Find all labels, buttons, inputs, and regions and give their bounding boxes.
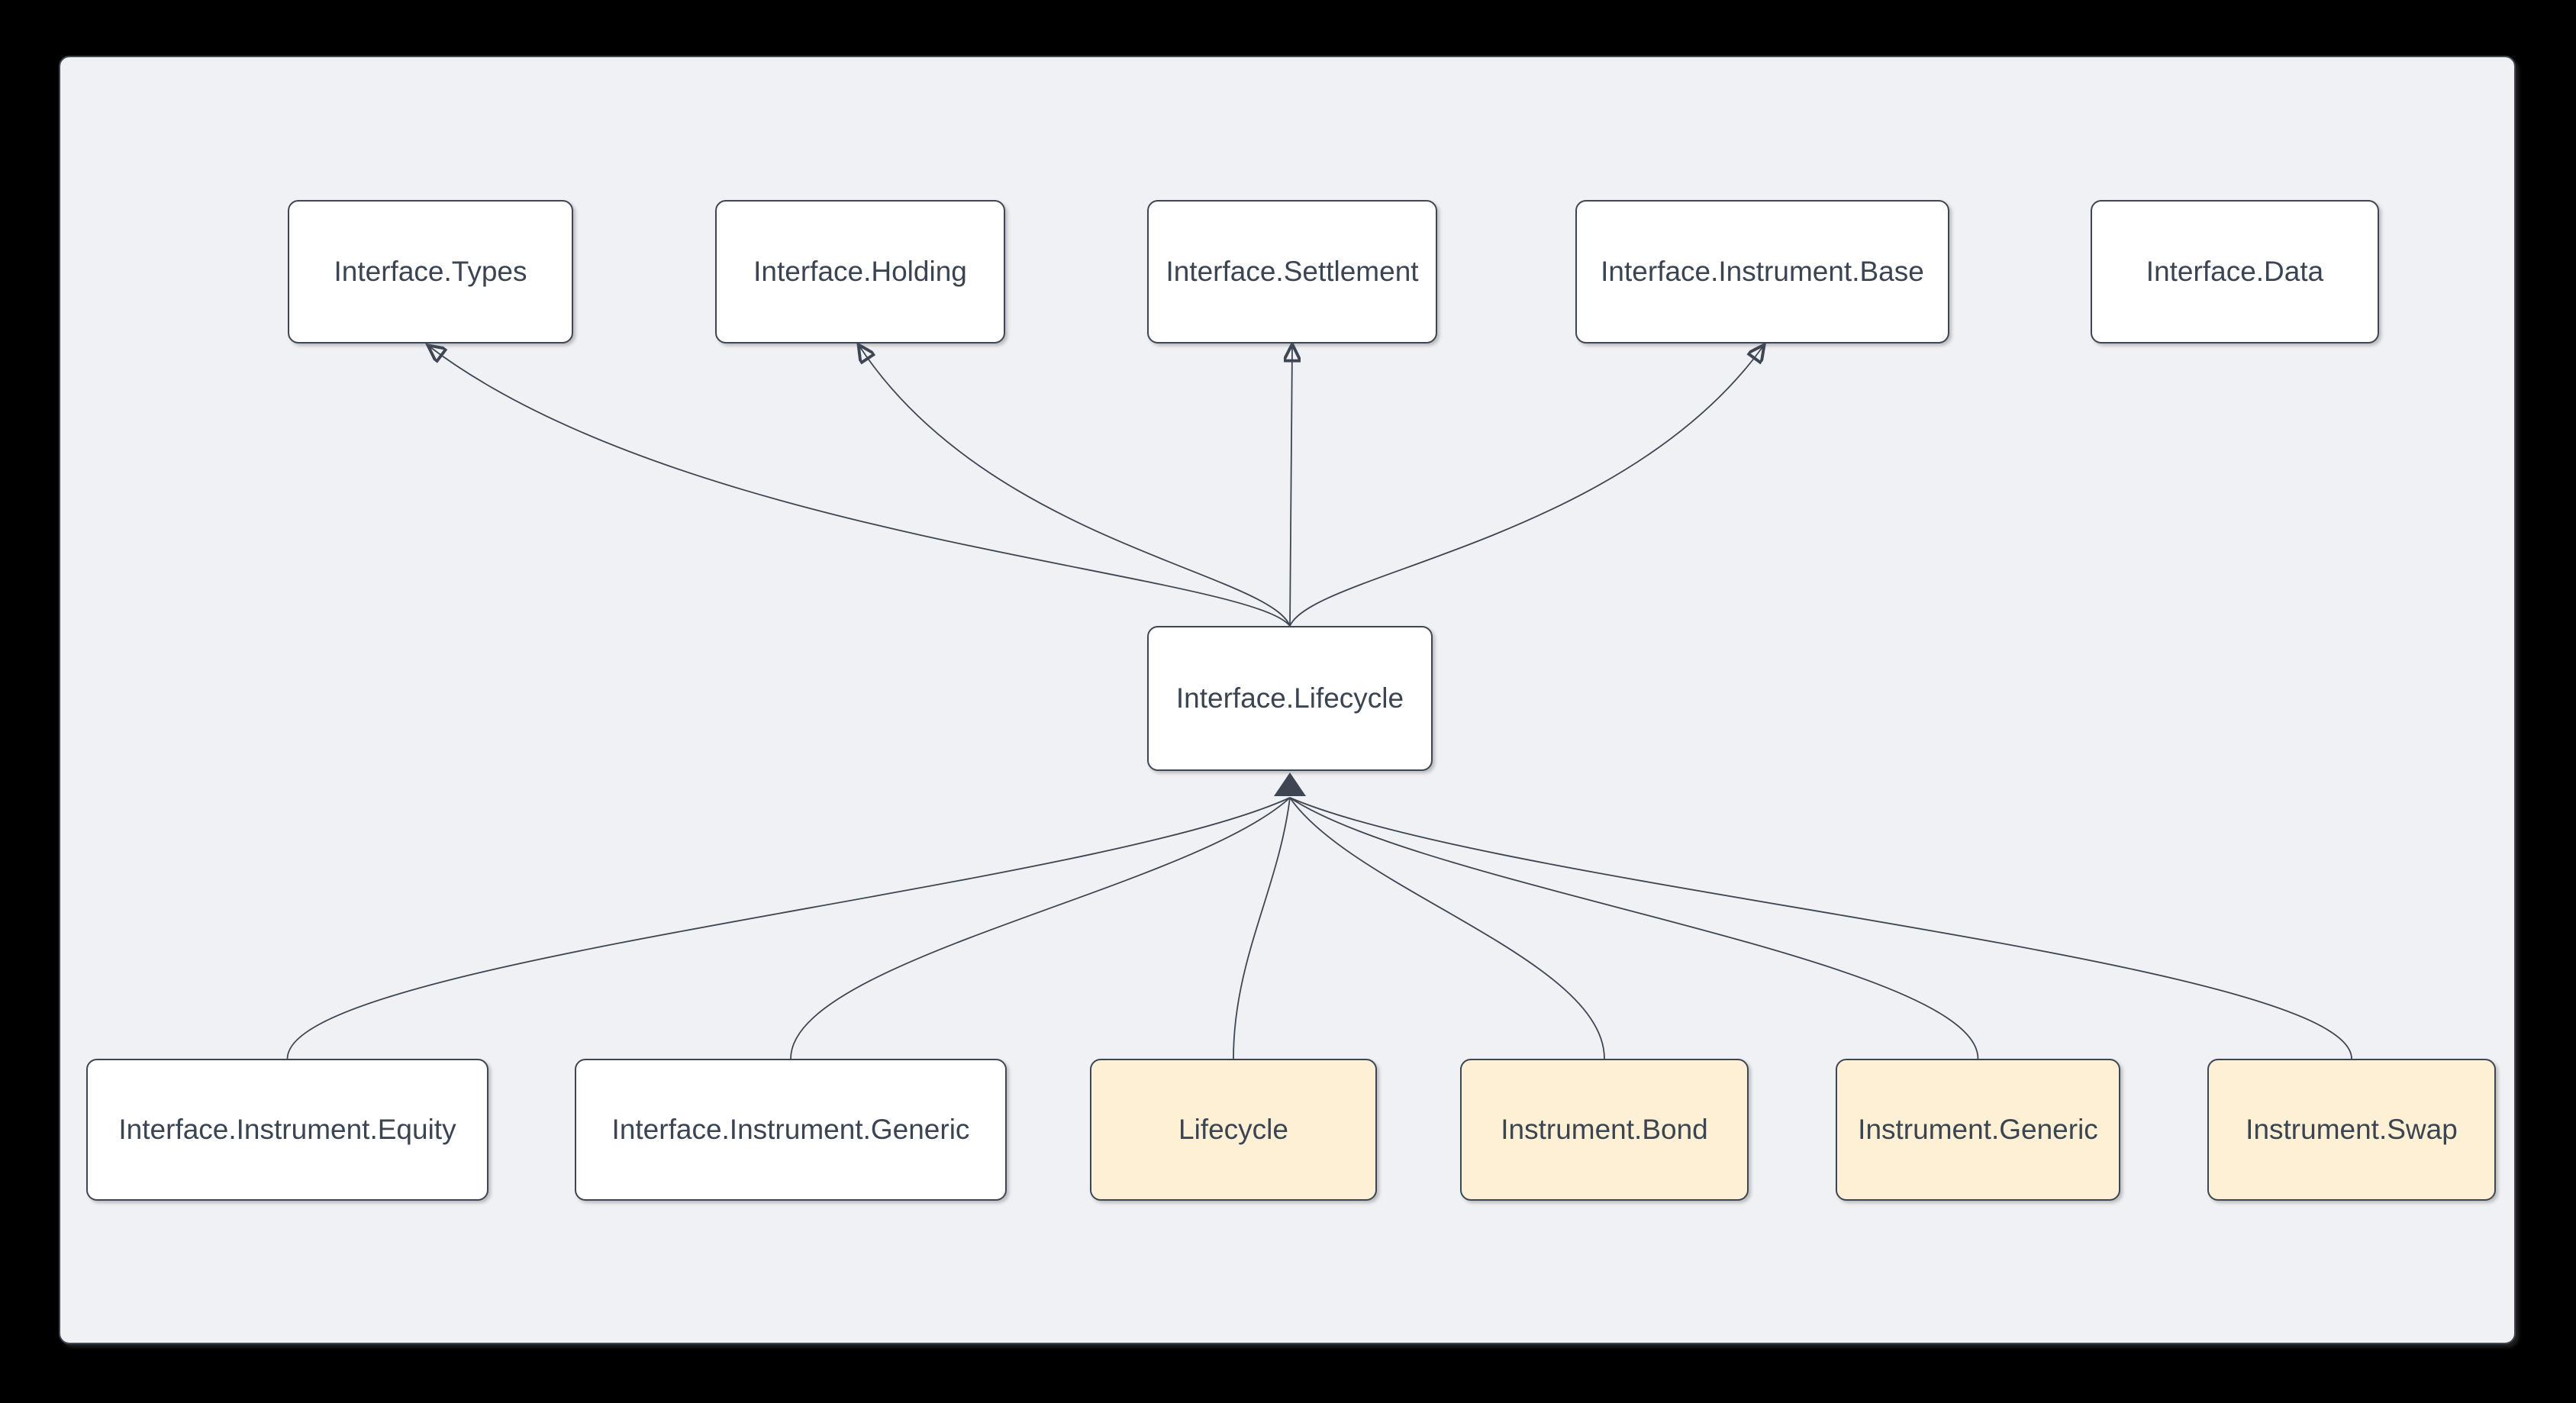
node-label-instrument-swap: Instrument.Swap (2246, 1113, 2458, 1145)
edge-interface-lifecycle--interface-types[interactable] (430, 347, 1291, 627)
edge-lifecycle--interface-lifecycle[interactable] (1233, 797, 1291, 1060)
node-label-lifecycle: Lifecycle (1178, 1113, 1288, 1145)
node-label-interface-lifecycle: Interface.Lifecycle (1175, 682, 1404, 714)
node-instrument-bond[interactable]: Instrument.Bond (1460, 1059, 1749, 1201)
edge-instrument-swap--interface-lifecycle[interactable] (1289, 797, 2352, 1060)
node-interface-settlement[interactable]: Interface.Settlement (1147, 200, 1437, 343)
node-label-interface-types: Interface.Types (334, 255, 527, 287)
node-interface-lifecycle[interactable]: Interface.Lifecycle (1147, 626, 1433, 771)
edge-instrument-bond--interface-lifecycle[interactable] (1289, 797, 1605, 1060)
edge-interface-lifecycle--interface-instrument-base[interactable] (1289, 347, 1762, 627)
node-lifecycle[interactable]: Lifecycle (1090, 1059, 1377, 1201)
node-label-instrument-generic: Instrument.Generic (1858, 1113, 2098, 1145)
node-interface-instrument-equity[interactable]: Interface.Instrument.Equity (86, 1059, 488, 1201)
node-interface-instrument-generic[interactable]: Interface.Instrument.Generic (575, 1059, 1007, 1201)
node-interface-types[interactable]: Interface.Types (288, 200, 573, 343)
edge-interface-instrument-equity--interface-lifecycle[interactable] (286, 797, 1291, 1060)
node-interface-data[interactable]: Interface.Data (2091, 200, 2379, 343)
node-label-interface-instrument-generic: Interface.Instrument.Generic (611, 1113, 970, 1145)
node-label-interface-settlement: Interface.Settlement (1165, 255, 1419, 287)
merged-arrowhead[interactable] (1274, 772, 1306, 796)
node-label-interface-data: Interface.Data (2146, 255, 2324, 287)
node-instrument-swap[interactable]: Instrument.Swap (2207, 1059, 2496, 1201)
node-label-interface-instrument-equity: Interface.Instrument.Equity (118, 1113, 456, 1145)
node-label-interface-instrument-base: Interface.Instrument.Base (1601, 255, 1924, 287)
edge-interface-lifecycle--interface-holding[interactable] (860, 347, 1291, 627)
edge-interface-instrument-generic--interface-lifecycle[interactable] (790, 797, 1291, 1060)
node-label-instrument-bond: Instrument.Bond (1501, 1113, 1708, 1145)
edge-interface-lifecycle--interface-settlement[interactable] (1290, 347, 1292, 627)
node-interface-holding[interactable]: Interface.Holding (715, 200, 1005, 343)
node-interface-instrument-base[interactable]: Interface.Instrument.Base (1575, 200, 1949, 343)
node-label-interface-holding: Interface.Holding (753, 255, 967, 287)
edge-instrument-generic--interface-lifecycle[interactable] (1289, 797, 1979, 1060)
node-instrument-generic[interactable]: Instrument.Generic (1836, 1059, 2120, 1201)
